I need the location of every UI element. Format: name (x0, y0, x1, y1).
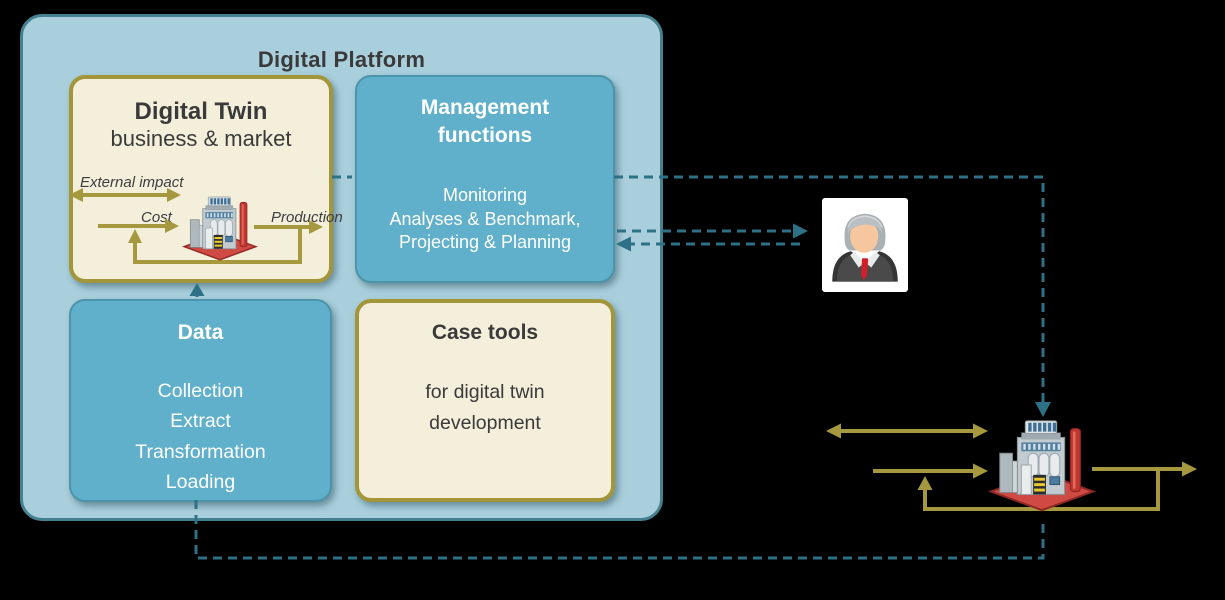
data-body-line: Loading (165, 470, 236, 493)
data-body-line: Extract (170, 410, 231, 433)
digital-platform-title: Digital Platform (257, 47, 426, 72)
digital-twin-subtitle: business & market (110, 126, 292, 151)
management-functions-box: Management functions Monitoring Analyses… (355, 75, 615, 283)
case-tools-body: for digital twin development (359, 377, 611, 439)
management-body-line: Analyses & Benchmark, (389, 208, 581, 229)
data-box-body: Collection Extract Transformation Loadin… (71, 376, 330, 497)
digital-twin-title: Digital Twin (134, 98, 268, 125)
factory-icon (182, 184, 258, 272)
management-body-line: Monitoring (442, 185, 528, 205)
case-tools-title: Case tools (431, 321, 539, 344)
factory-icon (988, 415, 1096, 515)
factory-external-arrow (826, 423, 988, 439)
external-impact-label: External impact (80, 174, 184, 191)
data-box: Data Collection Extract Transformation L… (69, 299, 332, 502)
case-tools-body-line: development (429, 412, 541, 434)
businessman-icon (822, 198, 908, 292)
data-box-title: Data (177, 321, 224, 344)
management-title-line2: functions (437, 124, 533, 147)
management-functions-body: Monitoring Analyses & Benchmark, Project… (357, 184, 613, 255)
management-body-line: Projecting & Planning (398, 232, 572, 252)
case-tools-body-line: for digital twin (425, 381, 545, 403)
digital-twin-box: Digital Twin business & market External … (69, 75, 343, 283)
factory-output-arrow (1092, 461, 1197, 477)
management-functions-title: Management functions (357, 94, 613, 150)
businessman-graphic (826, 202, 904, 288)
management-title-line1: Management (420, 96, 550, 119)
case-tools-box: Case tools for digital twin development (355, 299, 615, 502)
data-body-line: Transformation (135, 440, 266, 463)
factory-input-arrow (873, 463, 988, 479)
cost-label: Cost (141, 209, 172, 226)
data-body-line: Collection (157, 380, 244, 402)
digital-platform-panel: Digital Platform Digital Twin business &… (20, 14, 663, 521)
production-label: Production (271, 209, 343, 226)
